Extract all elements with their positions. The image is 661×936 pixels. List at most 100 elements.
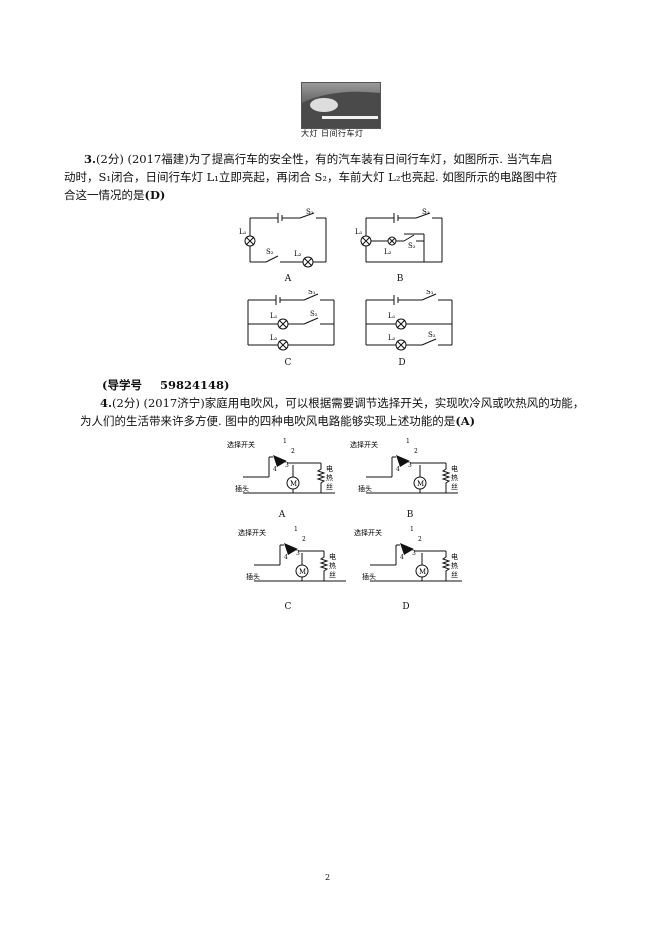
q3a-l2-label: L₂ — [294, 250, 302, 258]
q4-line1: (2分) (2017济宁)家庭用电吹风，可以根据需要调节选择开关，实现吹冷风或吹… — [112, 396, 585, 410]
q4d-heater-label-3: 丝 — [451, 570, 458, 579]
q4c-terminal-1: 1 — [294, 526, 298, 533]
q4c-heater-label-3: 丝 — [329, 570, 336, 579]
q3-answer: (D) — [144, 188, 166, 202]
q4b-terminal-1: 1 — [406, 438, 410, 445]
q4-circuit-a: 选择开关 123 4 插头 M 电热丝 — [227, 438, 335, 494]
q4-circuit-b: 选择开关 123 4 插头 M 电热丝 — [350, 438, 458, 494]
q4a-heater-label-2: 热 — [326, 473, 333, 482]
q4a-terminal-3: 3 — [285, 462, 289, 469]
guide-code: 59824148) — [159, 378, 230, 392]
q4b-heater — [441, 463, 451, 493]
q3-circuit-c: S₁ L₁ S₂ L₂ — [247, 290, 335, 351]
question-3: 3.(2分) (2017福建)为了提高行车的安全性，有的汽车装有日间行车灯，如图… — [64, 150, 584, 204]
q4d-motor-label: M — [419, 568, 426, 576]
q4b-terminal-4: 4 — [396, 466, 400, 473]
q4-option-a: A — [278, 510, 286, 520]
q4a-heater — [316, 463, 326, 493]
q4b-terminal-2: 2 — [414, 448, 418, 455]
headlight-shape — [310, 98, 338, 112]
q4b-heater-label-3: 丝 — [451, 482, 458, 491]
q3b-s2-label: S₂ — [408, 242, 416, 250]
q4-answer: (A) — [455, 414, 476, 428]
guide-label: (导学号 — [102, 378, 142, 392]
q4c-switch-label: 选择开关 — [238, 528, 266, 537]
q4c-plug-label: 插头 — [246, 572, 260, 581]
q4d-heater-label-1: 电 — [451, 552, 458, 561]
guide-number: (导学号 59824148) — [102, 376, 602, 394]
q4d-plug-label: 插头 — [362, 572, 376, 581]
q4c-motor-label: M — [299, 568, 306, 576]
q4a-terminal-1: 1 — [283, 438, 287, 445]
q3-option-c: C — [284, 358, 292, 368]
q4b-switch-rotor — [396, 455, 410, 467]
q4b-heater-label-2: 热 — [451, 473, 458, 482]
q3-line1: (2分) (2017福建)为了提高行车的安全性，有的汽车装有日间行车灯，如图所示… — [96, 152, 553, 166]
q3c-l2-label: L₂ — [270, 334, 278, 342]
q4d-heater-label-2: 热 — [451, 561, 458, 570]
q4-circuit-c: 选择开关 123 4 插头 M 电热丝 — [238, 526, 346, 582]
q3a-s1-label: S₁ — [306, 208, 314, 216]
q4c-heater — [319, 551, 329, 581]
question-4: 4.(2分) (2017济宁)家庭用电吹风，可以根据需要调节选择开关，实现吹冷风… — [80, 394, 620, 430]
q3-option-d: D — [398, 358, 406, 368]
page-number: 2 — [325, 873, 331, 882]
q4b-terminal-3: 3 — [408, 462, 412, 469]
q4-option-d: D — [402, 602, 410, 612]
q3a-s2-label: S₂ — [266, 248, 274, 256]
q4a-terminal-2: 2 — [291, 448, 295, 455]
q3-option-b: B — [396, 274, 404, 284]
q4-line2: 为人们的生活带来许多方便. 图中的四种电吹风电路能够实现上述功能的是 — [80, 414, 456, 428]
q4a-terminal-4: 4 — [273, 466, 277, 473]
q3d-l2-label: L₂ — [388, 334, 396, 342]
q4b-switch-label: 选择开关 — [350, 440, 378, 449]
q4d-switch-rotor — [400, 543, 414, 555]
q4b-motor-label: M — [417, 480, 424, 488]
q4-circuit-d: 选择开关 123 4 插头 M 电热丝 — [354, 526, 462, 582]
q4c-heater-label-1: 电 — [329, 552, 336, 561]
daytime-light-strip — [322, 116, 378, 119]
q4c-terminal-3: 3 — [296, 550, 300, 557]
q3a-l1-label: L₁ — [239, 228, 247, 236]
q4d-terminal-4: 4 — [400, 554, 404, 561]
q3-circuit-d: S₁ L₁ S₂ L₂ — [365, 290, 453, 351]
q3d-l1-label: L₁ — [388, 312, 396, 320]
q4a-switch-rotor — [273, 455, 287, 467]
car-photo-caption: 大灯 日间行车灯 — [301, 129, 364, 138]
q4a-plug-label: 插头 — [235, 484, 249, 493]
q3-option-a: A — [284, 274, 292, 284]
q4c-terminal-4: 4 — [284, 554, 288, 561]
q4c-heater-label-2: 热 — [329, 561, 336, 570]
q3c-l1-label: L₁ — [270, 312, 278, 320]
q3-line2: 动时，S₁闭合，日间行车灯 L₁立即亮起，再闭合 S₂，车前大灯 L₂也亮起. … — [64, 170, 558, 184]
car-headlight-photo — [301, 82, 381, 129]
q3d-s2-label: S₂ — [428, 331, 436, 339]
q3-number: 3. — [84, 152, 97, 166]
q3-line3: 合这一情况的是 — [64, 188, 145, 202]
q4d-terminal-2: 2 — [418, 536, 422, 543]
q4-number: 4. — [100, 396, 113, 410]
q3-circuit-b: S₁ L₁ S₂ L₂ — [355, 208, 443, 263]
q3b-l2-label: L₂ — [384, 248, 392, 256]
car-photo-drawing — [302, 91, 380, 128]
q4c-terminal-2: 2 — [302, 536, 306, 543]
q3b-s1-label: S₁ — [422, 208, 430, 216]
q4b-heater-label-1: 电 — [451, 464, 458, 473]
q4a-heater-label-3: 丝 — [326, 482, 333, 491]
q4a-heater-label-1: 电 — [326, 464, 333, 473]
q4a-switch-label: 选择开关 — [227, 440, 255, 449]
q4b-plug-label: 插头 — [358, 484, 372, 493]
q4a-motor-label: M — [290, 480, 297, 488]
q3c-s1-label: S₁ — [308, 290, 316, 296]
q3b-l1-label: L₁ — [355, 228, 363, 236]
q4d-switch-label: 选择开关 — [354, 528, 382, 537]
q4d-terminal-1: 1 — [410, 526, 414, 533]
q4-option-c: C — [284, 602, 292, 612]
q4d-terminal-3: 3 — [412, 550, 416, 557]
q3c-s2-label: S₂ — [310, 310, 318, 318]
q3-circuit-a: S₁ L₁ S₂ L₂ — [239, 208, 327, 268]
q4-option-b: B — [406, 510, 414, 520]
q4d-heater — [441, 551, 451, 581]
q4c-switch-rotor — [284, 543, 298, 555]
q3d-s1-label: S₁ — [426, 290, 434, 296]
